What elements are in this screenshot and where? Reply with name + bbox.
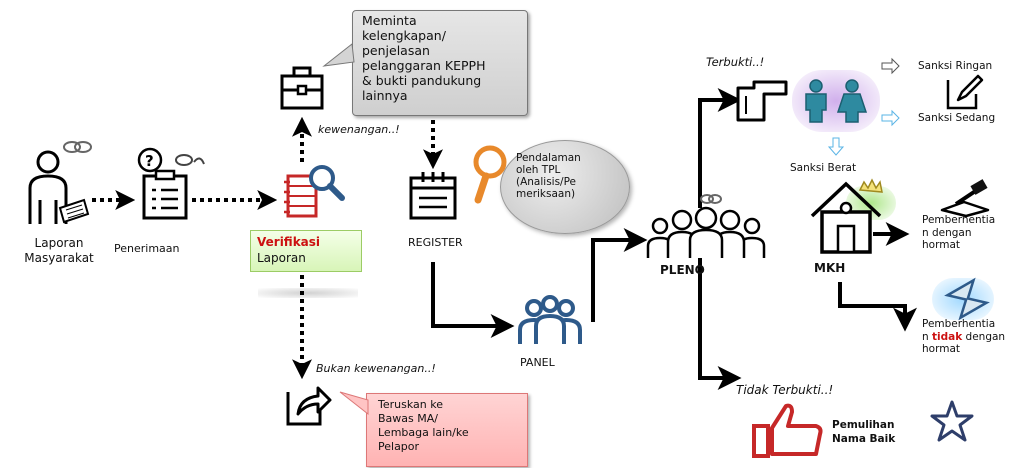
sanksi-sedang-label: Sanksi Sedang [918,112,996,124]
bukan-kewenangan-label: Bukan kewenangan..! [316,362,436,375]
write-pen-icon [946,74,984,110]
outline-arrow-berat [827,137,845,156]
kelengkapan-callout [352,10,528,116]
arrow-pleno-terbukti [698,88,742,208]
arrow-mkh-tidak-hormat [838,282,917,332]
arrow-register-panel [431,262,515,338]
star-icon [930,400,974,442]
clipboard-question-icon: ? [137,147,205,220]
register-icon [409,172,457,220]
person-reading-icon [28,150,90,224]
couple-icon [805,79,868,123]
tidak-terbukti-label: Tidak Terbukti..! [736,383,834,397]
sanksi-ringan-label: Sanksi Ringan [918,60,993,72]
outline-arrow-ringan [881,57,900,75]
pleno-label: PLENO [660,263,705,277]
pink-callout-pointer [339,391,369,416]
kewenangan-label: kewenangan..! [318,123,400,136]
orange-magnifier-icon [473,145,507,204]
gavel-book-icon [940,179,990,218]
pth-post: dengan hormat [922,330,1006,356]
toolbox-icon [280,66,324,110]
pth-pre: Pemberhentia n [922,318,996,343]
forward-share-icon [286,386,332,426]
link-icon [63,141,92,153]
arrow-panel-pleno [591,228,648,322]
pth-tidak: tidak [932,330,963,343]
verifikasi-box [250,230,362,272]
terbukti-label: Terbukti..! [706,55,765,69]
pointing-hand-icon [736,80,788,122]
mkh-label: MKH [814,261,846,275]
pendalaman-bubble [500,140,630,234]
pemberhentian-tidak-hormat-label: Pemberhentia n tidak dengan hormat [922,318,1005,356]
verifikasi-highlight: Verifikasi [257,235,321,249]
thumbs-up-icon [752,403,823,458]
pleno-group-icon [646,206,766,258]
laporan-label: Laporan Masyarakat [24,236,94,265]
teruskan-text: Teruskan ke Bawas MA/ Lembaga lain/ke Pe… [378,398,469,453]
house-crown-icon [810,178,883,254]
pemberhentian-hormat-label: Pemberhentia n dengan hormat [922,214,996,251]
verifikasi-label: Laporan [257,251,306,265]
teruskan-callout [366,393,528,467]
penerimaan-label: Penerimaan [114,242,180,255]
hourglass-icon [944,277,990,321]
callout-pointer [322,43,355,67]
register-label: REGISTER [408,236,463,249]
panel-group-icon [518,295,582,344]
binder-magnifier-icon [284,165,345,218]
arrow-pleno-tidak-terbukti [698,256,742,390]
verifikasi-shadow [258,288,358,298]
sanksi-berat-label: Sanksi Berat [790,162,857,174]
pleno-link-icon [700,194,722,204]
svg-text:?: ? [145,152,154,170]
pendalaman-text: Pendalaman oleh TPL (Analisis/Pe meriksa… [516,152,581,200]
kelengkapan-text: Meminta kelengkapan/ penjelasan pelangga… [362,13,486,103]
pemulihan-label: Pemulihan Nama Baik [832,419,896,445]
panel-label: PANEL [520,356,555,369]
outline-arrow-sedang [881,109,900,127]
